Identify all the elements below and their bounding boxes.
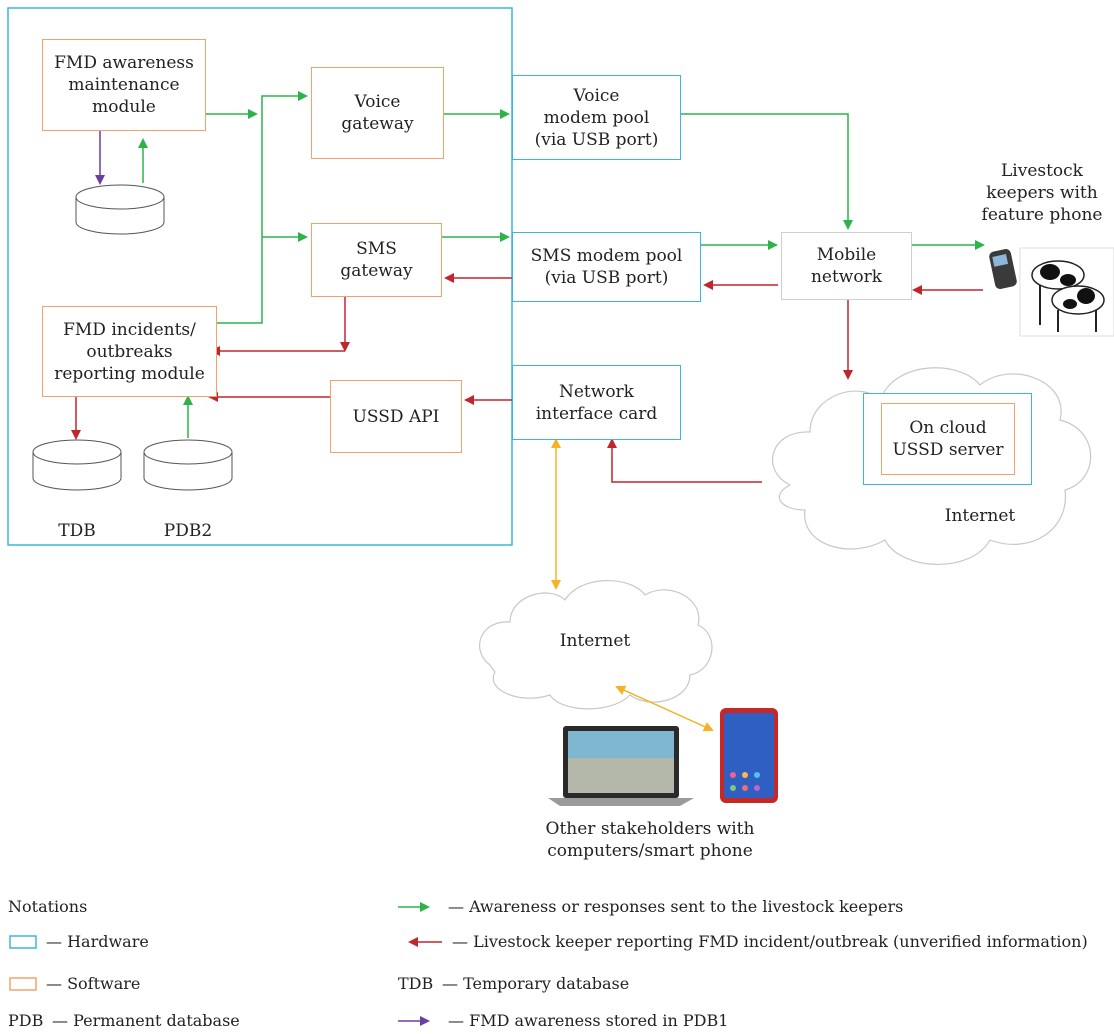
legend-hardware-text: — Hardware: [46, 932, 149, 951]
legend-pdb-text: — Permanent database: [52, 1011, 240, 1030]
cloud-internet-bottom: [479, 579, 713, 710]
mobile-network-box: Mobile network: [781, 232, 912, 300]
tdb-label: TDB: [58, 521, 96, 541]
legend-tdb-key: TDB: [398, 974, 434, 993]
legend-reporting-text: — Livestock keeper reporting FMD inciden…: [452, 932, 1088, 951]
legend-hardware-swatch: [9, 935, 37, 949]
stakeholders-label: Other stakeholders with computers/smart …: [545, 819, 755, 861]
legend-pdb-key: PDB: [8, 1011, 44, 1030]
awareness-module-box: FMD awareness maintenance module: [42, 39, 206, 131]
internet-right-label: Internet: [944, 506, 1016, 526]
awareness-arrows: [138, 91, 985, 438]
legend-tdb-text: — Temporary database: [442, 974, 630, 993]
legend-software-swatch: [9, 977, 37, 991]
voice-gateway-box: Voice gateway: [311, 67, 444, 159]
ussd-server-box: On cloud USSD server: [881, 403, 1015, 475]
feature-phone-icon: [989, 249, 1017, 289]
notations-title: Notations: [8, 897, 88, 916]
cows-image-icon: [1019, 247, 1114, 337]
incidents-module-box: FMD incidents/ outbreaks reporting modul…: [42, 306, 217, 397]
legend-storage-text: — FMD awareness stored in PDB1: [448, 1011, 729, 1030]
nic-box: Network interface card: [512, 365, 681, 440]
legend-awareness-text: — Awareness or responses sent to the liv…: [448, 897, 904, 916]
internet-arrows: [551, 438, 714, 732]
legend-software-text: — Software: [46, 974, 141, 993]
sms-modem-box: SMS modem pool (via USB port): [512, 232, 701, 302]
database-tdb: [32, 439, 122, 491]
reporting-arrows: [71, 273, 983, 483]
voice-modem-box: Voice modem pool (via USB port): [512, 75, 681, 160]
laptop-icon: [548, 726, 694, 806]
livestock-keepers-label: Livestock keepers with feature phone: [981, 161, 1103, 225]
sms-gateway-box: SMS gateway: [311, 223, 442, 297]
database-pdb1: [75, 184, 165, 235]
pdb2-label: PDB2: [163, 521, 213, 541]
ussd-api-box: USSD API: [330, 380, 462, 453]
database-pdb2: [143, 439, 233, 491]
internet-bottom-label: Internet: [559, 631, 631, 651]
smartphone-icon: [720, 708, 778, 803]
